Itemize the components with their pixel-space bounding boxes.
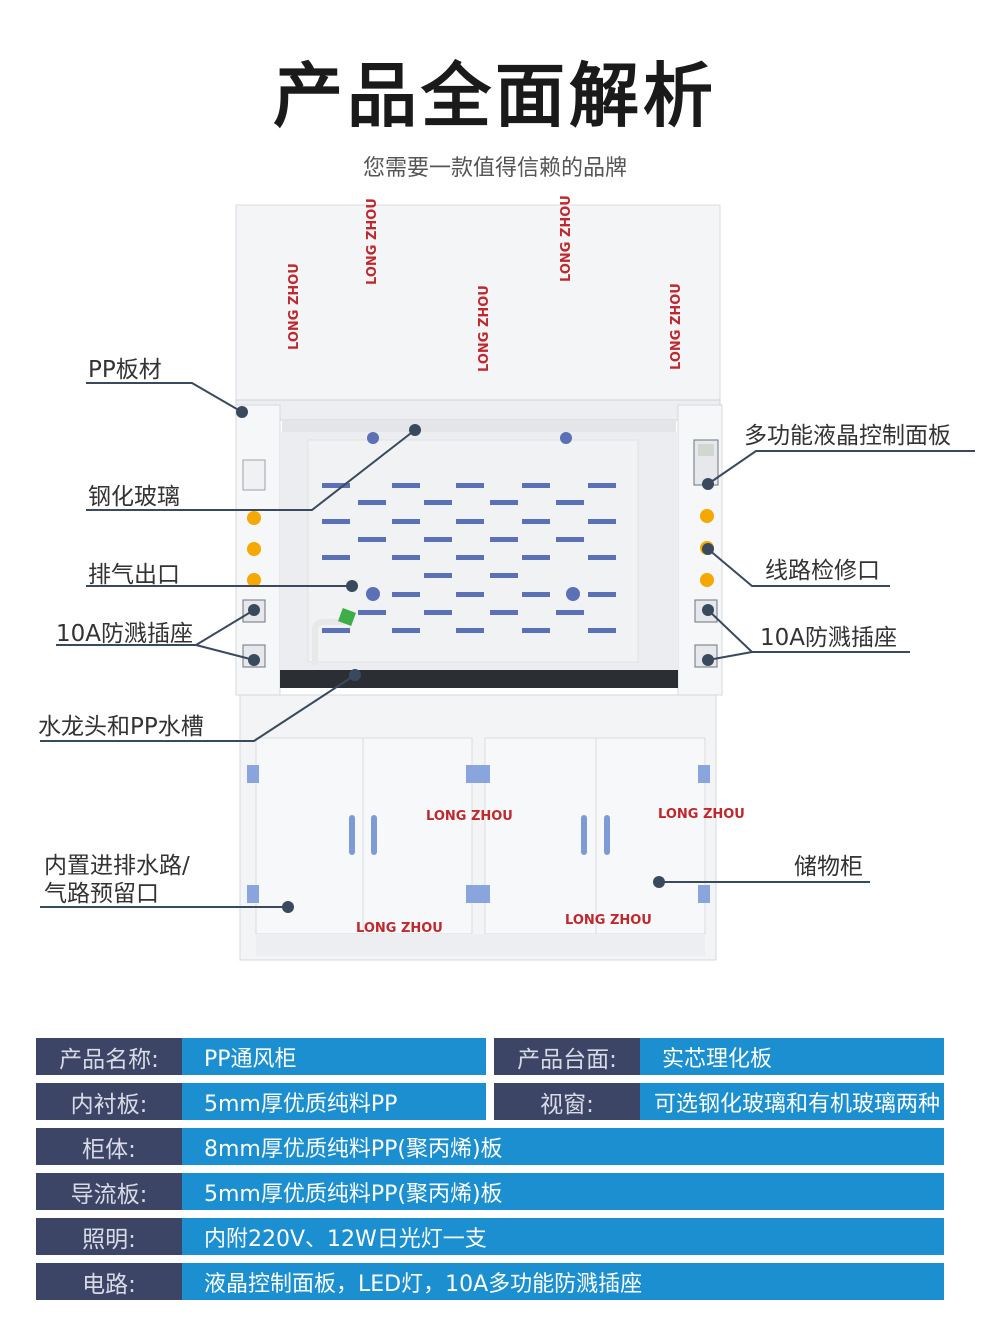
spec-value: 液晶控制面板，LED灯，10A多功能防溅插座 — [182, 1263, 944, 1300]
callout-circuit-access: 线路检修口 — [765, 558, 880, 584]
page-title: 产品全面解析 — [273, 55, 717, 137]
spec-value: 内附220V、12W日光灯一支 — [182, 1218, 944, 1255]
spec-value: 5mm厚优质纯料PP(聚丙烯)板 — [182, 1173, 944, 1210]
callout-reserved-line1: 内置进排水路/ — [44, 853, 190, 879]
callout-dot — [702, 478, 714, 490]
brand-mark: LONG ZHOU — [669, 283, 684, 370]
spec-key: 导流板: — [36, 1173, 182, 1210]
brand-mark: LONG ZHOU — [426, 809, 513, 824]
spec-value: 8mm厚优质纯料PP(聚丙烯)板 — [182, 1128, 944, 1165]
callout-dot — [282, 901, 294, 913]
spec-value: PP通风柜 — [182, 1038, 486, 1075]
spec-row: 柜体: 8mm厚优质纯料PP(聚丙烯)板 — [36, 1128, 944, 1165]
spec-row: 电路: 液晶控制面板，LED灯，10A多功能防溅插座 — [36, 1263, 944, 1300]
spec-key: 柜体: — [36, 1128, 182, 1165]
spec-row: 导流板: 5mm厚优质纯料PP(聚丙烯)板 — [36, 1173, 944, 1210]
spec-key: 产品名称: — [36, 1038, 182, 1075]
spec-key: 内衬板: — [36, 1083, 182, 1120]
callout-pp-board: PP板材 — [88, 357, 162, 383]
spec-row: 照明: 内附220V、12W日光灯一支 — [36, 1218, 944, 1255]
brand-mark: LONG ZHOU — [565, 913, 652, 928]
spec-row: 视窗: 可选钢化玻璃和有机玻璃两种 — [494, 1083, 944, 1120]
brand-mark: LONG ZHOU — [658, 807, 745, 822]
callout-dot — [702, 654, 714, 666]
callout-socket-left: 10A防溅插座 — [56, 621, 194, 647]
spec-key: 照明: — [36, 1218, 182, 1255]
callout-dot — [702, 604, 714, 616]
callout-faucet-sink: 水龙头和PP水槽 — [38, 714, 204, 740]
spec-row: 产品名称: PP通风柜 — [36, 1038, 486, 1075]
callout-dot — [236, 406, 248, 418]
callout-exhaust-outlet: 排气出口 — [88, 562, 180, 588]
brand-mark: LONG ZHOU — [287, 263, 302, 350]
callout-lcd-panel: 多功能液晶控制面板 — [744, 423, 951, 449]
callout-dot — [702, 543, 714, 555]
callout-dot — [349, 669, 361, 681]
spec-key: 视窗: — [494, 1083, 640, 1120]
callout-tempered-glass: 钢化玻璃 — [88, 484, 180, 510]
spec-row: 产品台面: 实芯理化板 — [494, 1038, 944, 1075]
callout-socket-right: 10A防溅插座 — [760, 625, 898, 651]
spec-value: 实芯理化板 — [640, 1038, 944, 1075]
spec-value: 5mm厚优质纯料PP — [182, 1083, 486, 1120]
brand-mark: LONG ZHOU — [356, 921, 443, 936]
callout-dot — [346, 580, 358, 592]
spec-row: 内衬板: 5mm厚优质纯料PP — [36, 1083, 486, 1120]
callout-dot — [653, 876, 665, 888]
callout-lines — [40, 382, 975, 908]
callout-dot — [409, 424, 421, 436]
callout-dot — [248, 604, 260, 616]
spec-key: 产品台面: — [494, 1038, 640, 1075]
callout-reserved-line2: 气路预留口 — [44, 881, 159, 907]
brand-mark: LONG ZHOU — [559, 195, 574, 282]
callout-dot — [248, 654, 260, 666]
brand-mark: LONG ZHOU — [365, 198, 380, 285]
page-subtitle: 您需要一款值得信赖的品牌 — [362, 156, 627, 181]
fume-hood-illustration: LONG ZHOU LONG ZHOU LONG ZHOU LONG ZHOU … — [235, 195, 745, 961]
spec-value: 可选钢化玻璃和有机玻璃两种 — [640, 1083, 944, 1120]
callout-storage-cabinet: 储物柜 — [794, 854, 863, 880]
brand-mark: LONG ZHOU — [477, 285, 492, 372]
spec-key: 电路: — [36, 1263, 182, 1300]
